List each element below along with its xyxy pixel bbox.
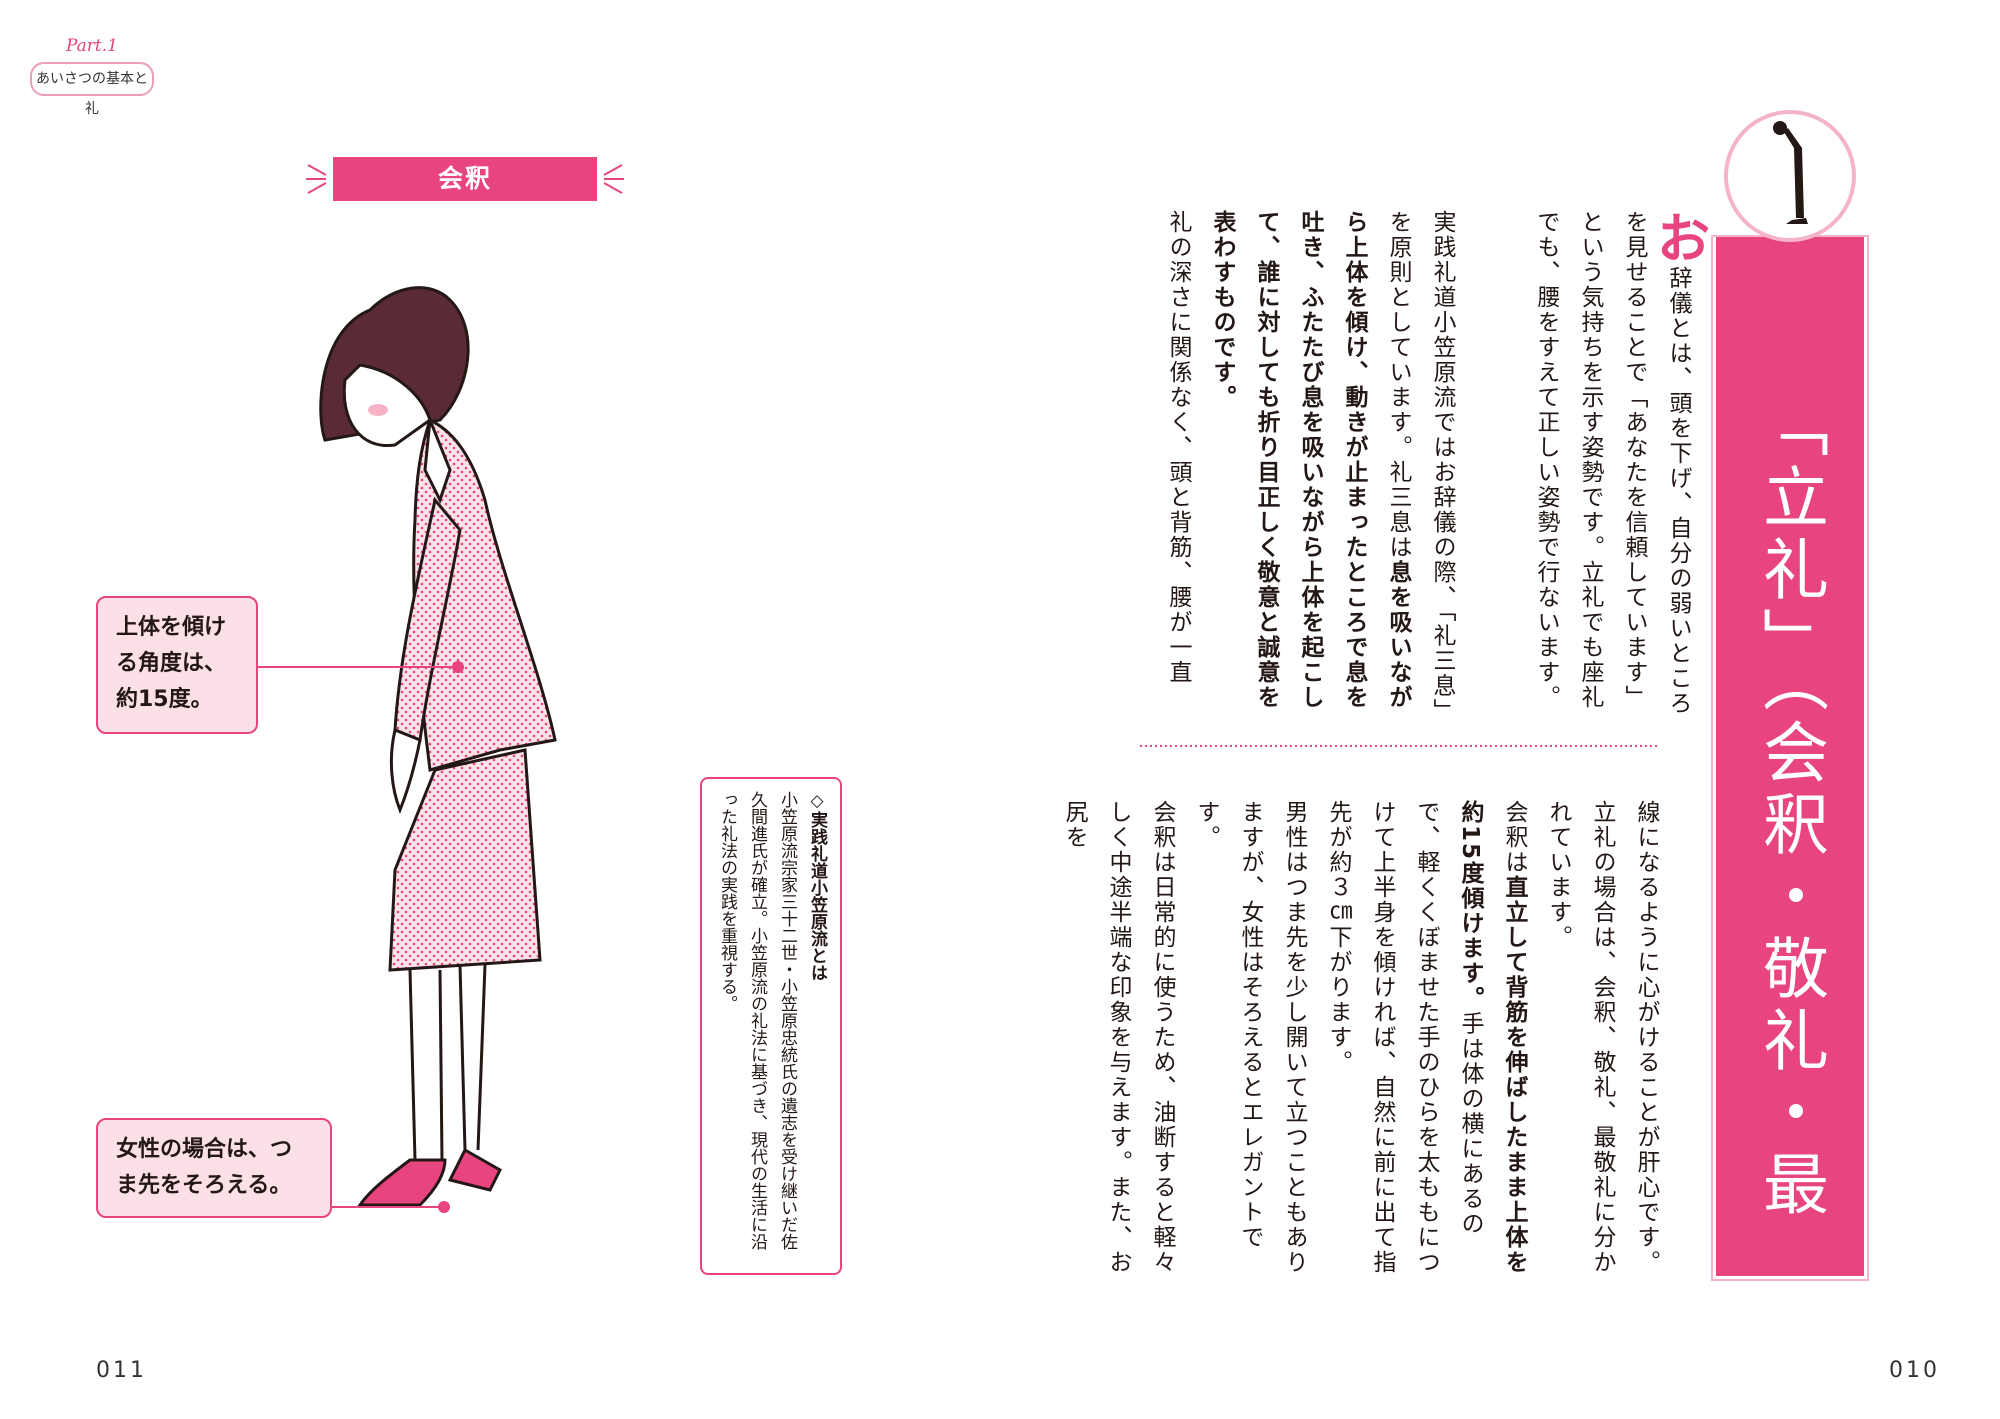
bio-title: ◇実践礼道小笠原流とは bbox=[807, 791, 827, 981]
para-3: 礼の深さに関係なく、頭と背筋、腰が一直 bbox=[1165, 210, 1191, 685]
bio-body: 小笠原流宗家三十二世・小笠原忠統氏の遺志を受け継いだ佐久間進氏が確立。小笠原流の… bbox=[717, 791, 797, 1250]
sparkle-left-icon bbox=[306, 164, 327, 194]
bio-box: ◇実践礼道小笠原流とは 小笠原流宗家三十二世・小笠原忠統氏の遺志を受け継いだ佐久… bbox=[700, 777, 842, 1275]
lower-text-block: 線になるように心がけることが肝心です。 立礼の場合は、会釈、敬礼、最敬礼に分かれ… bbox=[1061, 800, 1668, 1280]
sparkle-right-icon bbox=[603, 164, 624, 194]
para-2a: 実践礼道小笠原流ではお辞儀の際、「礼三息」を原則としています。礼三息は bbox=[1385, 210, 1455, 724]
chapter-title: 「立礼」（会釈・敬礼・最敬礼） bbox=[1604, 390, 1829, 1222]
para-6a: 会釈は bbox=[1501, 800, 1527, 875]
para-4: 線になるように心がけることが肝心です。 bbox=[1633, 800, 1659, 1275]
para-7: 男性はつま先を少し開いて立つこともありますが、女性はそろえるとエレガントです。 bbox=[1193, 800, 1307, 1275]
part-label: Part.1 bbox=[66, 36, 118, 56]
part-tag: Part.1 あいさつの基本と礼 bbox=[30, 36, 154, 117]
feet-leader-dot bbox=[438, 1201, 450, 1213]
section-label: 会釈 bbox=[333, 157, 597, 201]
para-5: 立礼の場合は、会釈、敬礼、最敬礼に分かれています。 bbox=[1545, 800, 1615, 1275]
page-number-left: 011 bbox=[96, 1358, 147, 1383]
bowing-figure-icon bbox=[1724, 110, 1856, 242]
title-banner: 「立礼」（会釈・敬礼・最敬礼） bbox=[1604, 236, 1864, 1276]
dropcap: お bbox=[1647, 210, 1710, 266]
banner-border bbox=[1711, 235, 1869, 1281]
feet-leader-line bbox=[332, 1206, 444, 1208]
bio-text: ◇実践礼道小笠原流とは 小笠原流宗家三十二世・小笠原忠統氏の遺志を受け継いだ佐久… bbox=[712, 791, 832, 1261]
angle-leader-dot bbox=[452, 661, 464, 673]
para-6c: 手は体の横にあるので、軽くくぼませた手のひらを太ももにつけて上半身を傾ければ、自… bbox=[1325, 800, 1483, 1275]
upper-text-block: お辞儀とは、頭を下げ、自分の弱いところを見せることで「あなたを信頼しています」と… bbox=[1500, 210, 1710, 730]
para-8: 会釈は日常的に使うため、油断すると軽々しく中途半端な印象を与えます。また、お尻を bbox=[1061, 800, 1175, 1275]
para-2b: 息を吸いながら上体を傾け、動きが止まったところで息を吐き、ふたたび息を吸いながら… bbox=[1209, 210, 1411, 710]
upper-text-block-2: 実践礼道小笠原流ではお辞儀の際、「礼三息」を原則としています。礼三息は息を吸いな… bbox=[1034, 210, 1464, 730]
section-divider bbox=[1140, 745, 1660, 747]
feet-callout: 女性の場合は、つま先をそろえる。 bbox=[96, 1118, 332, 1218]
para-1: 辞儀とは、頭を下げ、自分の弱いところを見せることで「あなたを信頼しています」とい… bbox=[1533, 210, 1691, 716]
angle-leader-line bbox=[258, 666, 458, 668]
angle-callout: 上体を傾ける角度は、約15度。 bbox=[96, 596, 258, 734]
bowing-woman-illustration bbox=[319, 286, 557, 1207]
para-6b: 直立して背筋を伸ばしたまま上体を約15度傾けます。 bbox=[1457, 800, 1527, 1275]
chapter-label: あいさつの基本と礼 bbox=[30, 62, 154, 117]
page-number-right: 010 bbox=[1889, 1358, 1940, 1383]
